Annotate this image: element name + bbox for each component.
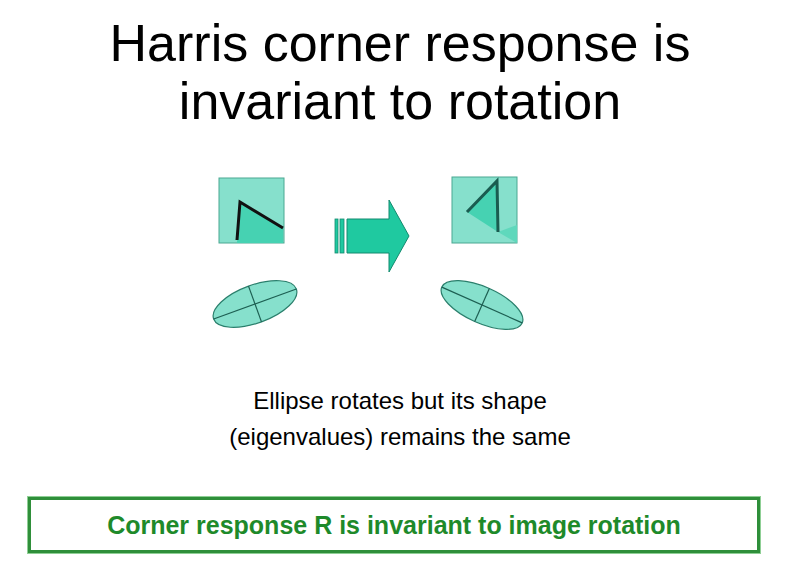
caption-text: Ellipse rotates but its shape (eigenvalu… — [210, 383, 590, 455]
corner-patch — [452, 177, 517, 243]
ellipse-symbol — [434, 271, 529, 340]
conclusion-text: Corner response R is invariant to image … — [107, 511, 681, 540]
arrow-symbol — [335, 200, 409, 272]
slide-title: Harris corner response is invariant to r… — [90, 14, 710, 130]
conclusion-box: Corner response R is invariant to image … — [28, 497, 760, 553]
ellipse-symbol — [207, 271, 303, 337]
corner-patch — [219, 178, 284, 243]
